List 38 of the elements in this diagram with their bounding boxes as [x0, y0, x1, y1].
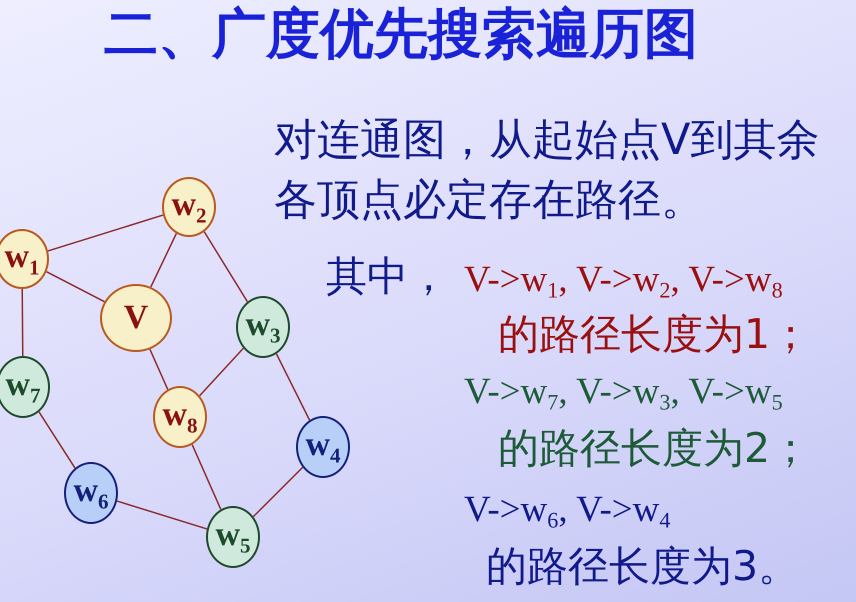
connector-line [48, 214, 164, 252]
vertex-label: w$_{5}$ [215, 518, 251, 556]
vertex-circle [296, 416, 350, 478]
vertex-circle [236, 296, 290, 358]
connector-line [276, 354, 310, 420]
vertex-circle [0, 229, 49, 289]
text-line: 的路径长度为1； [498, 310, 812, 360]
vertex-label: w$_{7}$ [5, 368, 41, 406]
vertex-label: V [124, 301, 148, 335]
vertex-label: w$_{2}$ [171, 188, 207, 226]
vertex-circle [64, 462, 118, 524]
path-list: V->w$_{6}$, V->w$_{4}$ [464, 488, 670, 534]
connector-line [116, 500, 208, 530]
connector-line [252, 466, 304, 518]
connector-line [192, 444, 222, 510]
vertex-label: w$_{1}$ [4, 240, 40, 278]
connector-line [38, 412, 76, 468]
text-line: 其中， [326, 252, 449, 302]
path-list: V->w$_{7}$, V->w$_{3}$, V->w$_{5}$ [464, 370, 783, 416]
connector-line [21, 289, 24, 356]
connector-line [46, 271, 105, 302]
vertex-circle [162, 177, 216, 237]
text-line: 的路径长度为3。 [486, 542, 800, 592]
connector-line [150, 233, 178, 288]
connector-line [149, 349, 168, 390]
vertex-label: w$_{6}$ [73, 474, 109, 512]
vertex-circle [153, 386, 207, 448]
slide-title: 二、广度优先搜索遍历图 [104, 2, 698, 67]
vertex-circle [206, 506, 260, 568]
text-line: 对连通图，从起始点V到其余各顶点必定存在路径。 [274, 114, 820, 228]
vertex-label: w$_{4}$ [305, 428, 341, 466]
connector-line [199, 348, 244, 396]
text-line: 的路径长度为2； [498, 424, 812, 474]
vertex-label: w$_{8}$ [162, 398, 198, 436]
vertex-label: w$_{3}$ [245, 308, 281, 346]
connector-line [204, 231, 248, 302]
vertex-circle [0, 356, 50, 418]
path-list: V->w$_{1}$, V->w$_{2}$, V->w$_{8}$ [464, 258, 783, 304]
